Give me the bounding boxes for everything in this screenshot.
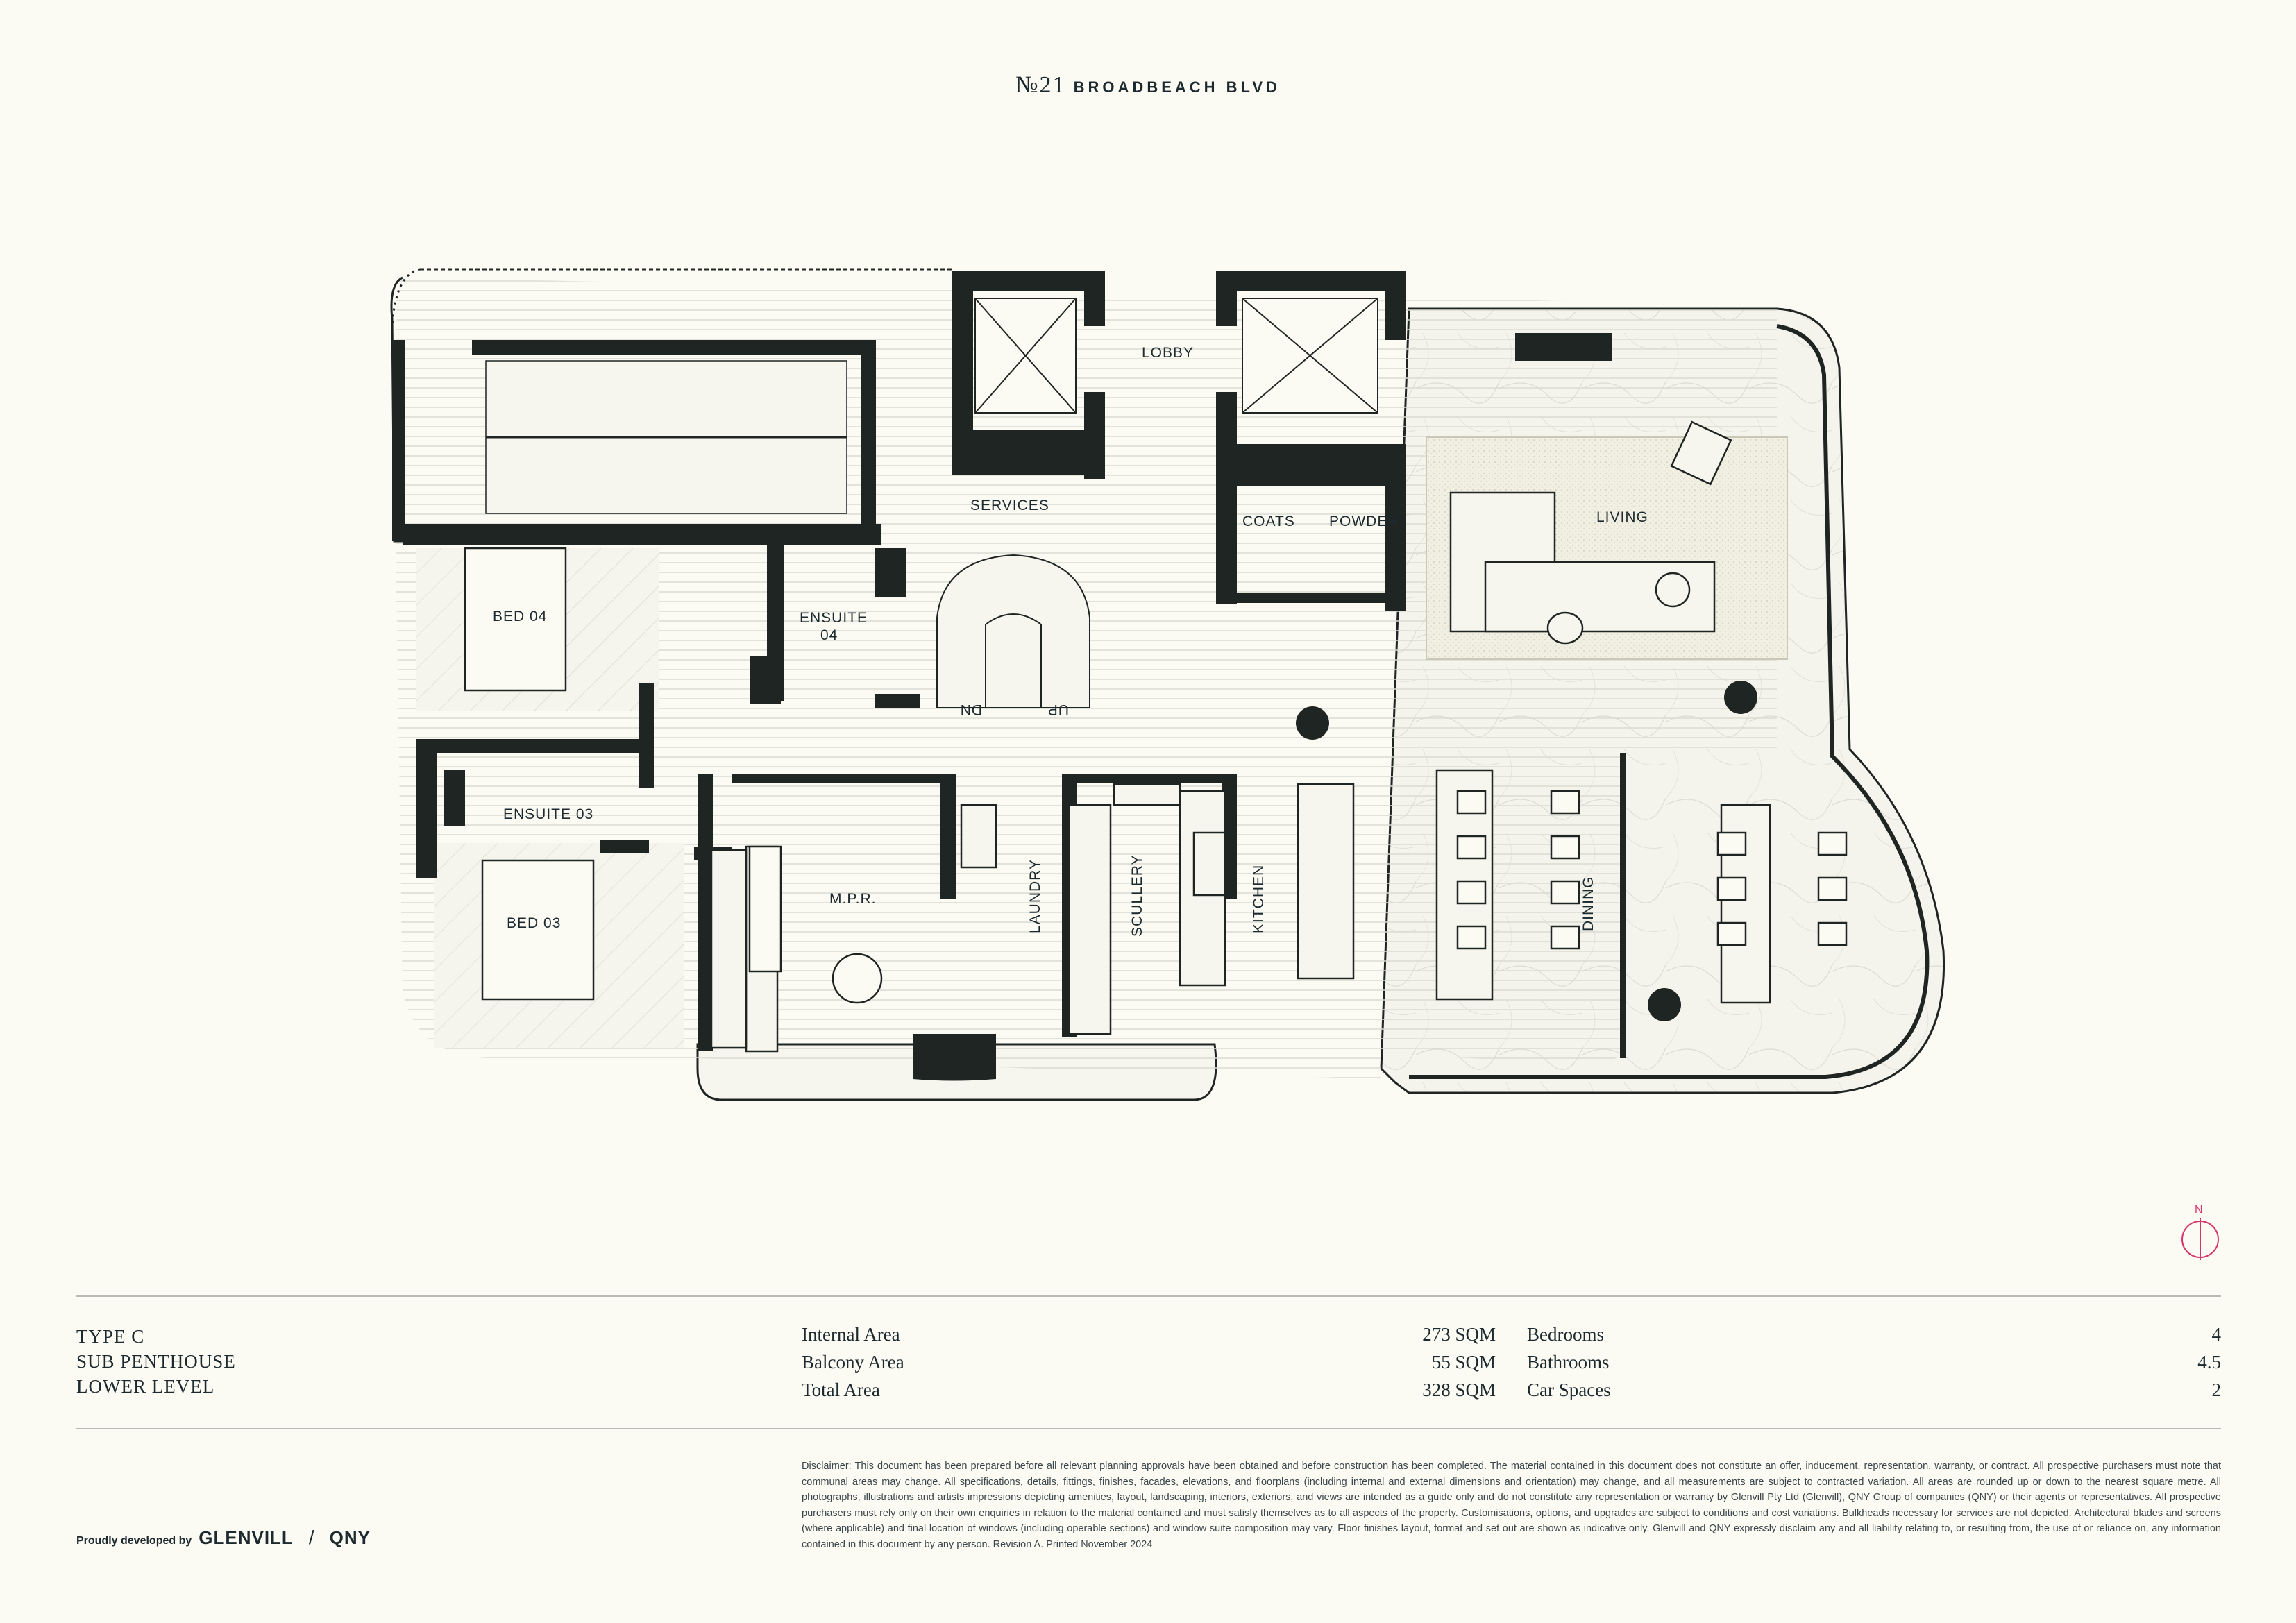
brand-title: №21 BROADBEACH BLVD	[0, 72, 2296, 99]
internal-area-value: 273 SQM	[1422, 1324, 1496, 1345]
label-ensuite04-b: 04	[820, 627, 838, 643]
label-scullery: SCULLERY	[1129, 855, 1145, 937]
label-living: LIVING	[1596, 509, 1648, 525]
label-kitchen: KITCHEN	[1251, 865, 1267, 933]
north-dotted-edge	[391, 268, 421, 327]
internal-area-label: Internal Area	[802, 1324, 900, 1345]
dining-chairs	[1456, 790, 1848, 950]
bottom-rule	[76, 1428, 2221, 1429]
north-label: N	[2195, 1204, 2203, 1216]
balcony-area-label: Balcony Area	[802, 1352, 904, 1373]
developer-prefix: Proudly developed by	[76, 1535, 192, 1547]
label-laundry: LAUNDRY	[1027, 859, 1043, 933]
label-services: SERVICES	[970, 498, 1049, 513]
label-coats: COATS	[1242, 513, 1295, 529]
north-arrow-icon: N	[2181, 1204, 2219, 1260]
top-rule	[76, 1295, 2221, 1297]
glenvill-logo: GLENVILL	[199, 1527, 294, 1548]
label-bed04: BED 04	[493, 609, 547, 624]
label-dn: DN	[960, 702, 982, 717]
unit-level: LOWER LEVEL	[76, 1376, 215, 1397]
brand-number: №21	[1015, 72, 1066, 98]
label-up: UP	[1047, 702, 1069, 717]
total-area-value: 328 SQM	[1422, 1379, 1496, 1400]
total-area-label: Total Area	[802, 1379, 880, 1400]
bed-furniture	[464, 547, 883, 1004]
floor-plan: LOBBY SERVICES COATS POWDER LIVING BED 0…	[390, 268, 1945, 1101]
car-spaces-value: 2	[2211, 1379, 2222, 1400]
bedrooms-value: 4	[2211, 1324, 2222, 1345]
label-mpr: M.P.R.	[829, 891, 876, 907]
car-spaces-label: Car Spaces	[1527, 1379, 1611, 1400]
balcony-area-value: 55 SQM	[1431, 1352, 1496, 1373]
brand-street: BROADBEACH BLVD	[1073, 78, 1281, 96]
spiral-stair	[936, 554, 1090, 708]
unit-type-block: TYPE C SUB PENTHOUSE LOWER LEVEL	[76, 1324, 236, 1399]
balcony-rail	[1409, 324, 1930, 1079]
label-bed03: BED 03	[507, 915, 561, 931]
disclaimer: Disclaimer: This document has been prepa…	[802, 1461, 2221, 1550]
unit-type: TYPE C	[76, 1326, 145, 1347]
bathrooms-label: Bathrooms	[1527, 1352, 1610, 1373]
label-lobby: LOBBY	[1142, 345, 1194, 361]
developer-separator: /	[308, 1527, 314, 1548]
label-dining: DINING	[1580, 876, 1596, 932]
north-stair	[485, 360, 847, 514]
unit-name: SUB PENTHOUSE	[76, 1351, 236, 1372]
bathrooms-value: 4.5	[2197, 1352, 2221, 1373]
label-ensuite04-a: ENSUITE	[800, 610, 868, 626]
stair-shaft-outline	[390, 276, 403, 543]
living-furniture	[1449, 420, 1732, 645]
developer-credit: Proudly developed by GLENVILL / QNY	[76, 1527, 371, 1549]
label-ensuite03: ENSUITE 03	[503, 806, 593, 822]
lift-cars	[974, 298, 1378, 414]
bedrooms-label: Bedrooms	[1527, 1324, 1604, 1345]
qny-logo: QNY	[329, 1527, 371, 1548]
label-powder: POWDER	[1329, 513, 1399, 529]
